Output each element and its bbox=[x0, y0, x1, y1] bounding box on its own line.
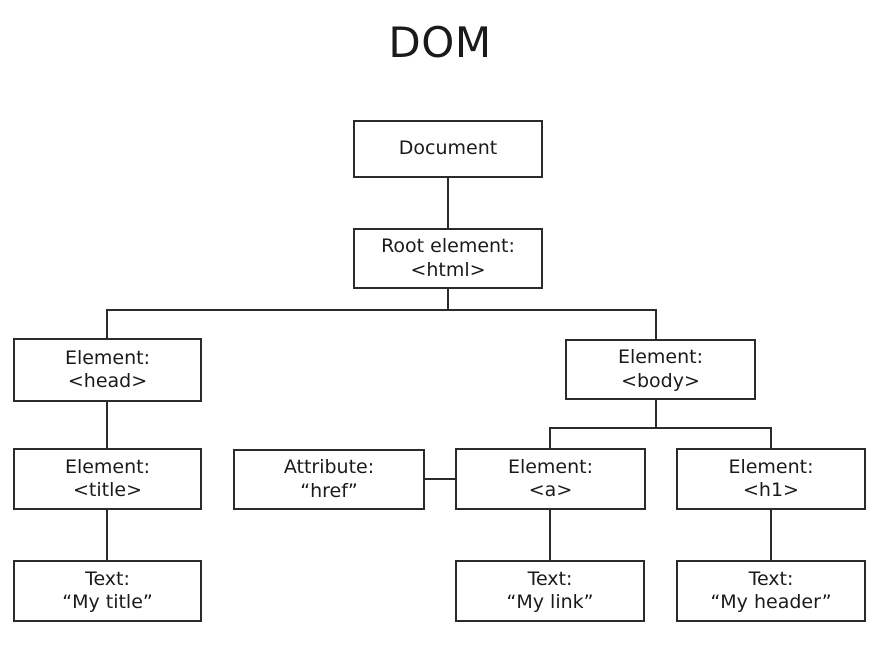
node-text-my-title-line2: “My title” bbox=[62, 591, 153, 613]
node-text-my-title[interactable]: Text: “My title” bbox=[13, 560, 202, 622]
node-text-my-link-line2: “My link” bbox=[506, 591, 594, 613]
node-html[interactable]: Root element: <html> bbox=[353, 228, 543, 289]
page-title: DOM bbox=[388, 18, 492, 67]
node-head-line2: <head> bbox=[67, 370, 148, 392]
edge-anchor-text bbox=[549, 510, 551, 560]
node-html-line2: <html> bbox=[410, 258, 486, 281]
node-h1-line1: Element: bbox=[728, 455, 814, 478]
node-anchor[interactable]: Element: <a> bbox=[455, 448, 646, 510]
edge-html-bus bbox=[107, 309, 656, 311]
edge-attr-anchor bbox=[425, 478, 455, 480]
node-text-my-link[interactable]: Text: “My link” bbox=[455, 560, 645, 622]
node-text-my-link-line1: Text: bbox=[527, 567, 573, 590]
node-head-line1: Element: bbox=[64, 346, 151, 369]
node-body-line1: Element: bbox=[617, 346, 704, 369]
node-attribute-href-line2: “href” bbox=[300, 479, 358, 502]
node-document-line1: Document bbox=[398, 137, 498, 160]
node-body-line2: <body> bbox=[621, 369, 700, 392]
edge-h1-text bbox=[770, 510, 772, 560]
node-text-my-header-line2: “My header” bbox=[710, 591, 832, 613]
node-text-my-title-line1: Text: bbox=[85, 567, 130, 590]
edge-document-html bbox=[447, 177, 449, 228]
node-title[interactable]: Element: <title> bbox=[13, 448, 202, 510]
edge-html-body bbox=[655, 309, 657, 339]
node-h1-line2: <h1> bbox=[743, 479, 799, 501]
node-document[interactable]: Document bbox=[353, 120, 543, 178]
node-title-line1: Element: bbox=[64, 455, 151, 478]
node-anchor-line1: Element: bbox=[507, 455, 594, 478]
edge-body-anchor bbox=[549, 427, 551, 448]
edge-body-stem bbox=[655, 400, 657, 428]
node-h1[interactable]: Element: <h1> bbox=[676, 448, 866, 510]
node-attribute-href-line1: Attribute: bbox=[283, 456, 375, 479]
node-body[interactable]: Element: <body> bbox=[565, 339, 756, 400]
edge-head-title bbox=[106, 402, 108, 448]
node-title-line2: <title> bbox=[73, 479, 142, 501]
node-anchor-line2: <a> bbox=[528, 479, 573, 501]
edge-html-stem bbox=[447, 289, 449, 310]
node-head[interactable]: Element: <head> bbox=[13, 338, 202, 402]
node-html-line1: Root element: bbox=[381, 235, 515, 258]
edge-body-h1 bbox=[770, 427, 772, 448]
node-text-my-header[interactable]: Text: “My header” bbox=[676, 560, 866, 622]
edge-title-text bbox=[106, 510, 108, 560]
edge-html-head bbox=[106, 309, 108, 338]
node-attribute-href[interactable]: Attribute: “href” bbox=[233, 449, 425, 510]
edge-body-bus bbox=[550, 427, 771, 429]
node-text-my-header-line1: Text: bbox=[748, 567, 794, 590]
